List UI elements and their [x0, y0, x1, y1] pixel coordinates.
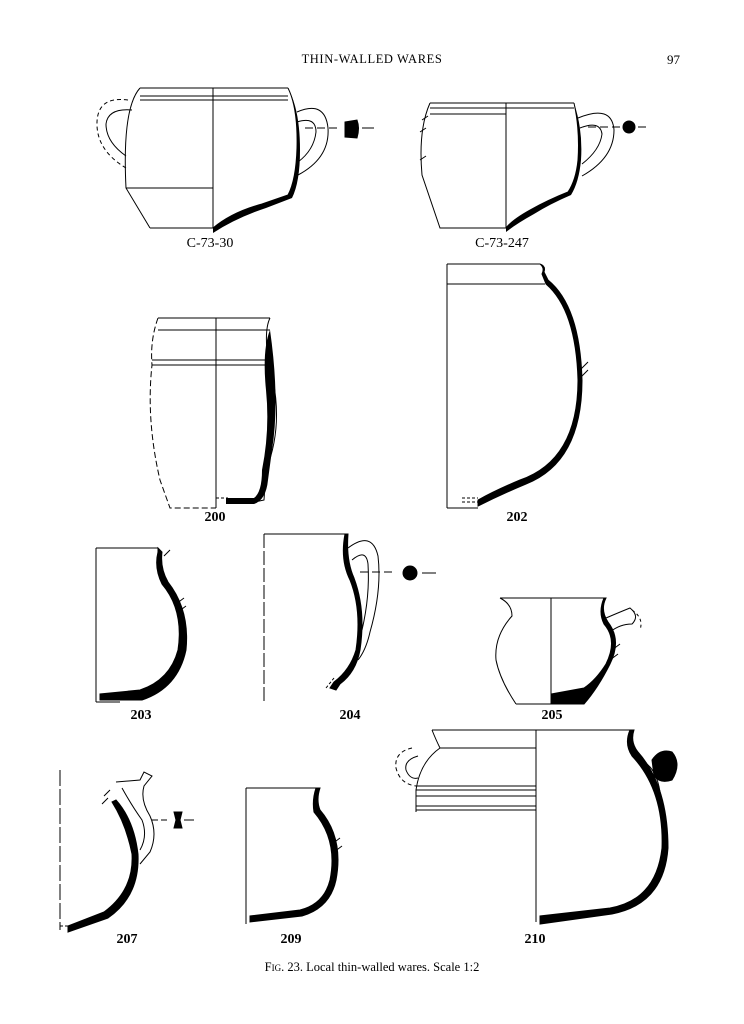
caption-text: Local thin-walled wares. Scale 1:2 — [306, 960, 480, 974]
figure-label-209: 209 — [280, 932, 302, 947]
drawing-200 — [149, 317, 278, 509]
figure-label-203: 203 — [130, 708, 152, 723]
drawing-210 — [395, 729, 678, 925]
figure-label-205: 205 — [541, 708, 563, 723]
running-header: THIN-WALLED WARES 97 — [0, 52, 744, 70]
figure-label-207: 207 — [116, 932, 138, 947]
figure-label-204: 204 — [339, 708, 361, 723]
caption-fig-label: Fig. 23. — [264, 960, 303, 974]
drawing-204 — [263, 533, 436, 702]
drawing-205 — [495, 597, 642, 705]
drawing-c73-247 — [419, 102, 646, 232]
figure-label-200: 200 — [204, 510, 226, 525]
drawing-c73-30 — [96, 87, 374, 233]
drawing-203 — [95, 546, 188, 703]
figure-label-210: 210 — [524, 932, 546, 947]
figure-label-202: 202 — [506, 510, 528, 525]
figure-label-c73-247: C-73-247 — [475, 236, 529, 251]
drawing-207 — [59, 770, 194, 933]
drawing-202 — [446, 263, 589, 509]
running-title: THIN-WALLED WARES — [301, 52, 443, 66]
figure-label-c73-30: C-73-30 — [186, 236, 234, 251]
page-number: 97 — [667, 52, 680, 67]
figure-caption: Fig. 23. Local thin-walled wares. Scale … — [0, 960, 744, 975]
drawing-209 — [245, 787, 343, 924]
